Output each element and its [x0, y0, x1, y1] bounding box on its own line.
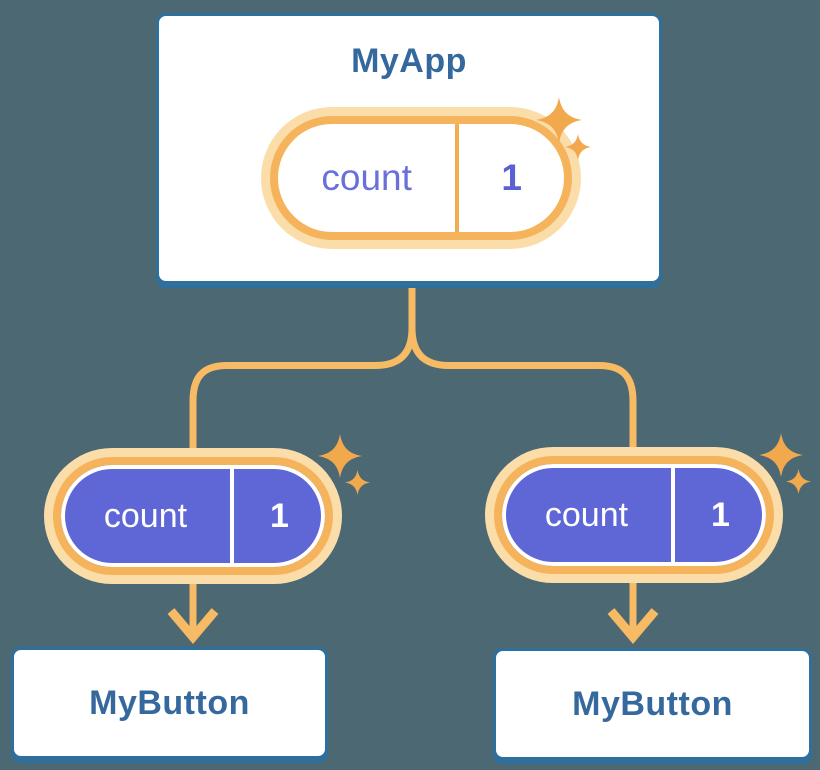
component-title: MyButton — [572, 684, 733, 723]
state-name-label: count — [544, 495, 629, 534]
arrow-down-icon — [607, 608, 659, 644]
sparkle-icon — [345, 470, 370, 495]
state-pill: count 1 — [53, 457, 333, 575]
component-title: MyApp — [351, 42, 467, 80]
state-value: 1 — [270, 496, 289, 535]
state-name-label: count — [103, 496, 188, 535]
state-value: 1 — [501, 157, 522, 198]
state-name-label: count — [321, 157, 412, 198]
component-title: MyButton — [89, 683, 250, 722]
state-pill: count 1 — [494, 456, 774, 574]
state-pill: count 1 — [270, 116, 572, 240]
component-card-mybutton-left: MyButton — [11, 647, 328, 759]
component-card-mybutton-right: MyButton — [493, 648, 812, 760]
sparkle-icon — [318, 434, 362, 478]
sparkle-icon — [536, 97, 582, 143]
pill-divider — [455, 124, 460, 232]
pill-divider — [229, 465, 234, 567]
arrow-down-icon — [167, 608, 219, 644]
state-value: 1 — [711, 495, 730, 534]
connector-right-branch — [408, 288, 637, 630]
sparkle-icon — [786, 469, 811, 494]
sparkle-icon — [759, 433, 803, 477]
pill-divider — [670, 464, 675, 566]
sparkle-icon — [565, 134, 591, 160]
